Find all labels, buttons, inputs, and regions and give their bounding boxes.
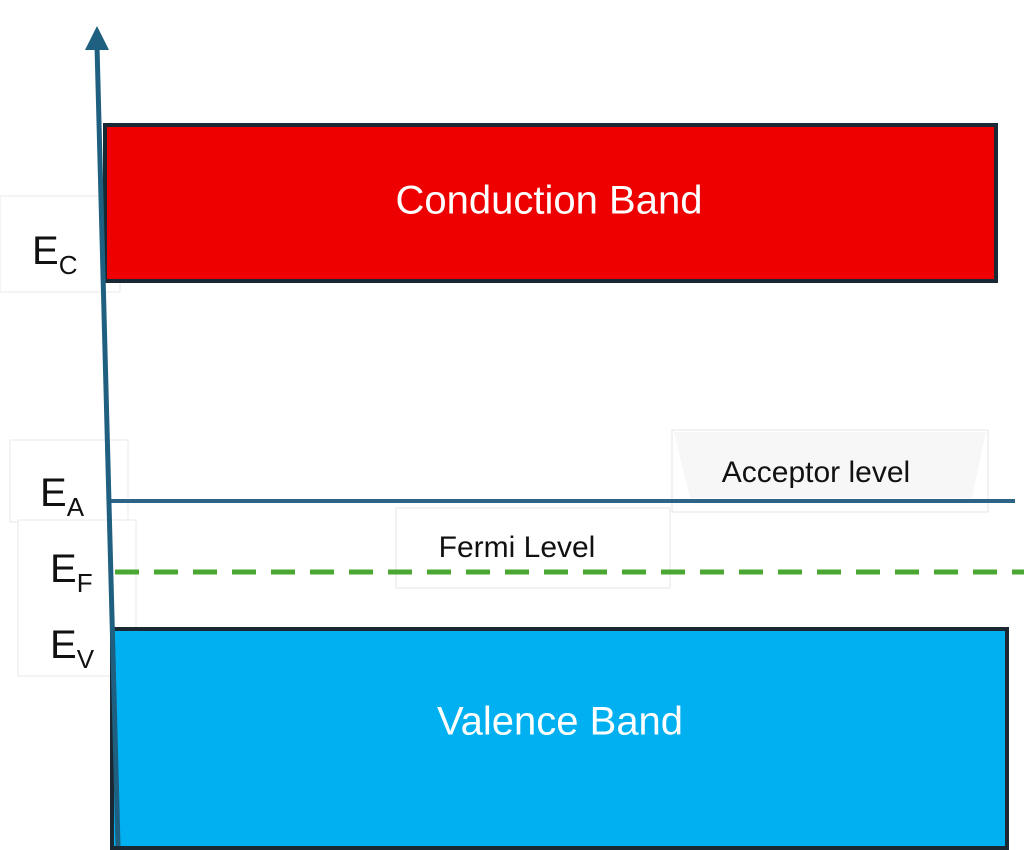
conduction-band-label: Conduction Band: [396, 179, 703, 223]
arrow-up-icon: [85, 26, 109, 50]
conduction-band: [103, 123, 998, 283]
ec-symbol: EC: [32, 229, 77, 280]
energy-axis: [94, 45, 121, 847]
ea-symbol: EA: [40, 471, 85, 522]
fermi-label-box: [395, 507, 671, 589]
fermi-level-label: Fermi Level: [439, 531, 596, 564]
acceptor-level-label: Acceptor level: [722, 456, 910, 489]
acceptor-label-shade: [674, 432, 986, 498]
valence-band: [110, 627, 1009, 850]
valence-band-label: Valence Band: [437, 700, 683, 744]
ef-symbol: EF: [50, 547, 93, 598]
ev-symbol: EV: [50, 623, 95, 674]
